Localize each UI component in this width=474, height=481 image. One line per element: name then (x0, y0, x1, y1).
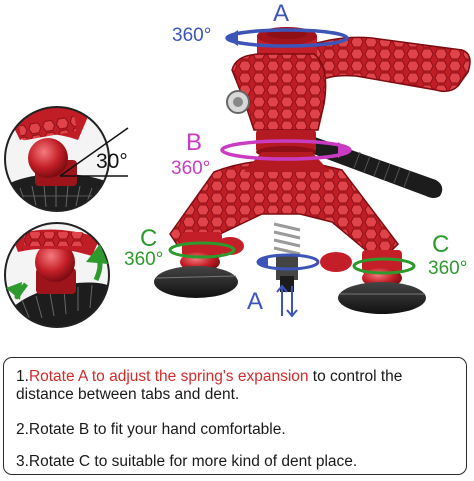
rotation-arrow-b (220, 139, 352, 161)
rotation-arrow-c-left (168, 241, 236, 259)
rotation-arrow-a-top (225, 28, 349, 48)
instructions-box: 1.Rotate A to adjust the spring's expans… (3, 357, 467, 475)
label-b-rotation: 360° (171, 158, 211, 179)
instruction-step-1: 1.Rotate A to adjust the spring's expans… (16, 368, 458, 404)
rotation-arrow-a-bottom (256, 253, 320, 271)
label-a-top: A (273, 0, 290, 27)
up-down-arrow-icon (276, 284, 298, 318)
label-a-top-rotation: 360° (172, 25, 212, 46)
instruction-step-3: 3.Rotate C to suitable for more kind of … (16, 453, 358, 470)
product-illustration (4, 27, 471, 328)
step-1-prefix: 1. (16, 368, 29, 385)
step-1-highlight: Rotate A to adjust the spring's expansio… (28, 368, 309, 385)
rotate-arrow-right-icon (86, 244, 108, 264)
label-c-right: C (432, 231, 450, 258)
label-tilt-angle: 30° (96, 150, 128, 173)
label-b: B (186, 129, 203, 156)
rotate-arrow-left-icon (6, 282, 22, 300)
label-c-right-rotation: 360° (428, 258, 468, 279)
label-c-left-rotation: 360° (124, 249, 164, 270)
label-a-bottom: A (247, 288, 264, 315)
step-1-rest: to control the distance between tabs and… (16, 368, 403, 403)
label-c-left: C (140, 225, 158, 252)
instruction-step-2: 2.Rotate B to fit your hand comfortable. (16, 421, 286, 438)
rotation-arrow-c-right (352, 257, 416, 275)
ball-rotation-detail-circle (4, 222, 110, 328)
